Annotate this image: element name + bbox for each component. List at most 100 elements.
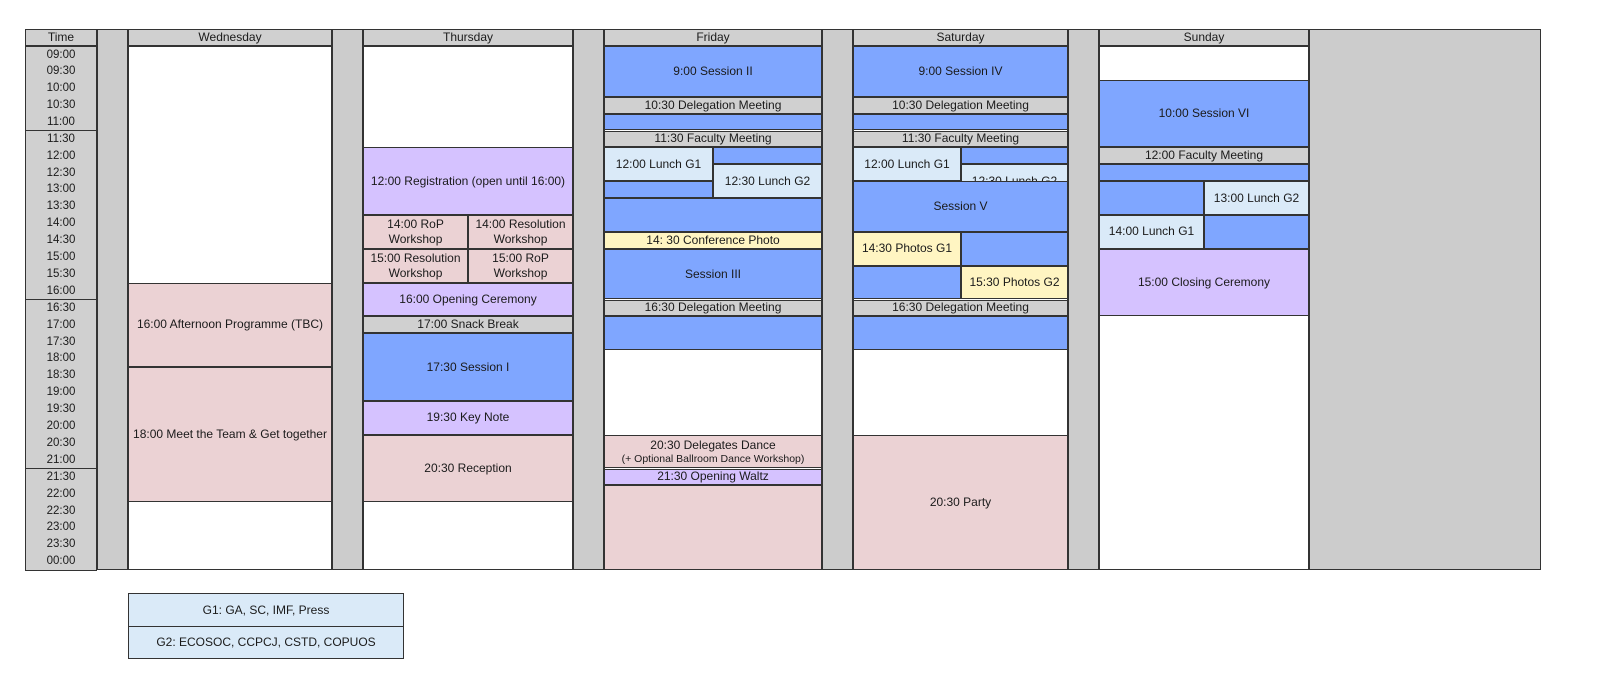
event-10-30-delegation-meeting[interactable]: 10:30 Delegation Meeting xyxy=(604,96,822,114)
event-title: 14:00 RoP Workshop xyxy=(387,216,444,246)
event-label: 17:00 Snack Break xyxy=(417,317,518,332)
legend-row-2: G2: ECOSOC, CCPCJ, CSTD, COPUOS xyxy=(128,626,404,659)
event-block[interactable] xyxy=(853,316,1068,351)
event-15-00-resolution-workshop[interactable]: 15:00 Resolution Workshop xyxy=(363,248,468,283)
event-title: 16:30 Delegation Meeting xyxy=(892,300,1029,315)
event-label: 9:00 Session II xyxy=(673,64,752,79)
time-slot-label: 17:00 xyxy=(25,316,97,335)
event-label: 12:00 Lunch G1 xyxy=(616,157,701,172)
event-label: 15:00 Resolution Workshop xyxy=(367,251,464,281)
event-12-00-faculty-meeting[interactable]: 12:00 Faculty Meeting xyxy=(1099,147,1309,165)
event-18-00-meet-the-team-get-together[interactable]: 18:00 Meet the Team & Get together xyxy=(128,367,332,503)
event-block[interactable] xyxy=(604,113,822,131)
event-block[interactable] xyxy=(1204,215,1309,249)
legend-row-1: G1: GA, SC, IMF, Press xyxy=(128,593,404,627)
event-20-30-party[interactable]: 20:30 Party xyxy=(853,434,1068,570)
time-slot-label: 12:30 xyxy=(25,164,97,183)
event-title: Session III xyxy=(684,266,742,281)
event-14-00-rop-workshop[interactable]: 14:00 RoP Workshop xyxy=(363,215,468,249)
event-title: 16:30 Delegation Meeting xyxy=(644,300,782,315)
event-title: 20:30 Delegates Dance xyxy=(650,437,776,452)
event-21-30-opening-waltz[interactable]: 21:30 Opening Waltz xyxy=(604,468,822,486)
event-10-00-session-vi[interactable]: 10:00 Session VI xyxy=(1099,79,1309,148)
event-title: 14:30 Photos G1 xyxy=(861,241,953,256)
event-label: 15:30 Photos G2 xyxy=(969,275,1059,290)
event-12-00-lunch-g1[interactable]: 12:00 Lunch G1 xyxy=(604,147,713,182)
day-header-saturday: Saturday xyxy=(853,29,1068,46)
time-slot-label: 20:30 xyxy=(25,434,97,453)
time-slot-label: 23:00 xyxy=(25,519,97,538)
event-label: 17:30 Session I xyxy=(427,360,510,375)
event-label: 10:30 Delegation Meeting xyxy=(892,98,1029,113)
time-slot-label: 16:30 xyxy=(25,299,97,318)
event-11-30-faculty-meeting[interactable]: 11:30 Faculty Meeting xyxy=(604,130,822,148)
event-10-30-delegation-meeting[interactable]: 10:30 Delegation Meeting xyxy=(853,96,1068,114)
event-13-00-lunch-g2[interactable]: 13:00 Lunch G2 xyxy=(1204,181,1309,215)
event-20-30-reception[interactable]: 20:30 Reception xyxy=(363,434,573,503)
event-title: 14: 30 Conference Photo xyxy=(646,232,780,247)
event-16-00-opening-ceremony[interactable]: 16:00 Opening Ceremony xyxy=(363,282,573,317)
event-14-30-photos-g1[interactable]: 14:30 Photos G1 xyxy=(853,231,961,266)
event-block[interactable] xyxy=(604,198,822,232)
event-19-30-key-note[interactable]: 19:30 Key Note xyxy=(363,400,573,435)
event-subtitle: (+ Optional Ballroom Dance Workshop) xyxy=(621,452,805,465)
event-label: 14: 30 Conference Photo xyxy=(646,233,779,248)
time-slot-label: 13:00 xyxy=(25,181,97,200)
time-slot-label: 09:00 xyxy=(25,46,97,64)
event-9-00-session-iv[interactable]: 9:00 Session IV xyxy=(853,46,1068,97)
event-15-00-rop-workshop[interactable]: 15:00 RoP Workshop xyxy=(468,248,573,283)
event-block[interactable] xyxy=(604,485,822,570)
event-block[interactable] xyxy=(604,181,713,199)
time-slot-label: 13:30 xyxy=(25,198,97,216)
event-block[interactable] xyxy=(961,147,1068,165)
event-label: 14:00 RoP Workshop xyxy=(367,217,464,247)
time-slot-label: 19:00 xyxy=(25,384,97,402)
event-session-iii[interactable]: Session III xyxy=(604,248,822,300)
event-label: 16:00 Opening Ceremony xyxy=(399,292,536,307)
event-14-30-conference-photo[interactable]: 14: 30 Conference Photo xyxy=(604,231,822,249)
event-block[interactable] xyxy=(1099,181,1204,215)
time-slot-label: 16:00 xyxy=(25,282,97,301)
event-label: 14:30 Photos G1 xyxy=(862,241,952,256)
event-block[interactable] xyxy=(713,147,822,165)
event-12-30-lunch-g2[interactable]: 12:30 Lunch G2 xyxy=(713,164,822,199)
time-slot-label: 20:00 xyxy=(25,417,97,436)
event-block[interactable] xyxy=(853,265,961,300)
event-11-30-faculty-meeting[interactable]: 11:30 Faculty Meeting xyxy=(853,130,1068,148)
event-title: 15:30 Photos G2 xyxy=(969,275,1060,290)
event-14-00-lunch-g1[interactable]: 14:00 Lunch G1 xyxy=(1099,215,1204,249)
day-header-friday: Friday xyxy=(604,29,822,46)
event-block[interactable] xyxy=(604,316,822,351)
event-12-00-registration-open-until-16-00[interactable]: 12:00 Registration (open until 16:00) xyxy=(363,147,573,215)
event-block[interactable] xyxy=(853,113,1068,131)
event-title: 11:30 Faculty Meeting xyxy=(901,131,1020,146)
event-15-30-photos-g2[interactable]: 15:30 Photos G2 xyxy=(961,265,1068,300)
time-slot-label: 11:00 xyxy=(25,113,97,132)
event-title: 10:30 Delegation Meeting xyxy=(892,97,1029,112)
event-block[interactable] xyxy=(961,231,1068,266)
event-12-00-lunch-g1[interactable]: 12:00 Lunch G1 xyxy=(853,147,961,182)
time-slot-label: 00:00 xyxy=(25,553,97,571)
event-block[interactable] xyxy=(1099,164,1309,182)
event-16-30-delegation-meeting[interactable]: 16:30 Delegation Meeting xyxy=(853,299,1068,317)
event-title: 15:00 RoP Workshop xyxy=(492,250,549,280)
event-label: Session III xyxy=(685,267,741,282)
event-17-30-session-i[interactable]: 17:30 Session I xyxy=(363,333,573,401)
spacer-column xyxy=(332,29,363,570)
event-title: 12:00 Registration (open until 16:00) xyxy=(370,173,566,188)
event-20-30-delegates-dance[interactable]: 20:30 Delegates Dance(+ Optional Ballroo… xyxy=(604,434,822,469)
event-15-00-closing-ceremony[interactable]: 15:00 Closing Ceremony xyxy=(1099,248,1309,317)
event-17-00-snack-break[interactable]: 17:00 Snack Break xyxy=(363,316,573,334)
event-16-00-afternoon-programme-tbc[interactable]: 16:00 Afternoon Programme (TBC) xyxy=(128,282,332,368)
event-title: 21:30 Opening Waltz xyxy=(657,469,769,484)
event-title: 14:00 Lunch G1 xyxy=(1108,224,1195,239)
event-9-00-session-ii[interactable]: 9:00 Session II xyxy=(604,46,822,97)
time-slot-label: 12:00 xyxy=(25,147,97,166)
event-16-30-delegation-meeting[interactable]: 16:30 Delegation Meeting xyxy=(604,299,822,317)
event-session-v[interactable]: Session V xyxy=(853,181,1068,232)
event-title: 11:30 Faculty Meeting xyxy=(654,131,772,146)
event-label: 18:00 Meet the Team & Get together xyxy=(133,427,327,442)
spacer-column xyxy=(1309,29,1541,570)
event-label: 12:30 Lunch G2 xyxy=(725,174,810,189)
event-14-00-resolution-workshop[interactable]: 14:00 Resolution Workshop xyxy=(468,215,573,249)
